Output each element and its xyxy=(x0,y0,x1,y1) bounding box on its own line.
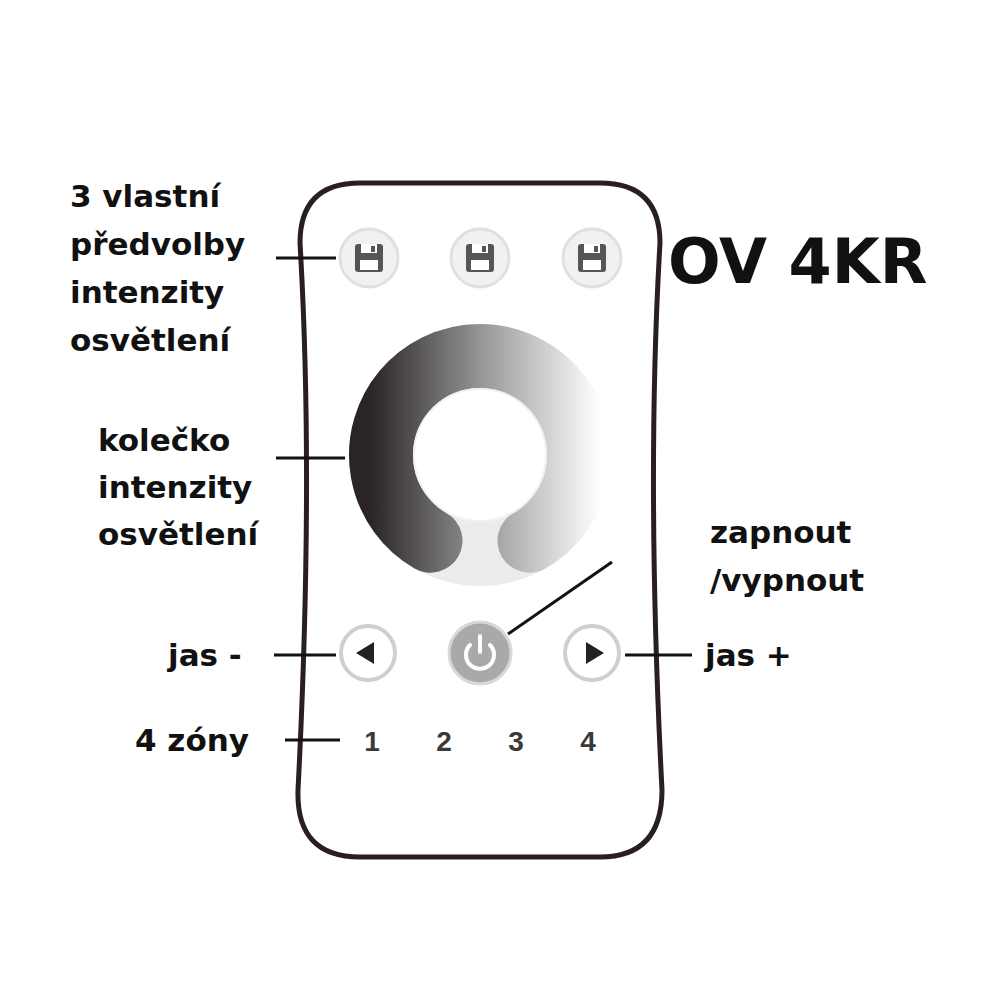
callout-text: zapnout /vypnout xyxy=(710,508,910,604)
callout-text: 3 vlastní předvolby intenzity osvětlení xyxy=(70,172,275,364)
zone-number: 3 xyxy=(496,724,536,760)
leader-lines xyxy=(274,258,692,740)
zone-number: 1 xyxy=(352,724,392,760)
preset-buttons xyxy=(340,229,621,287)
control-buttons xyxy=(341,622,619,684)
callout-text: kolečko intenzity osvětlení xyxy=(98,417,298,558)
callout-text: 4 zóny xyxy=(135,716,249,764)
remote-body xyxy=(298,183,662,857)
zone-number: 2 xyxy=(424,724,464,760)
callout-text: jas - xyxy=(168,631,242,679)
callout-text: jas + xyxy=(705,631,792,679)
intensity-wheel xyxy=(349,324,611,586)
zone-number: 4 xyxy=(568,724,608,760)
model-title: OV 4KR xyxy=(668,227,928,297)
